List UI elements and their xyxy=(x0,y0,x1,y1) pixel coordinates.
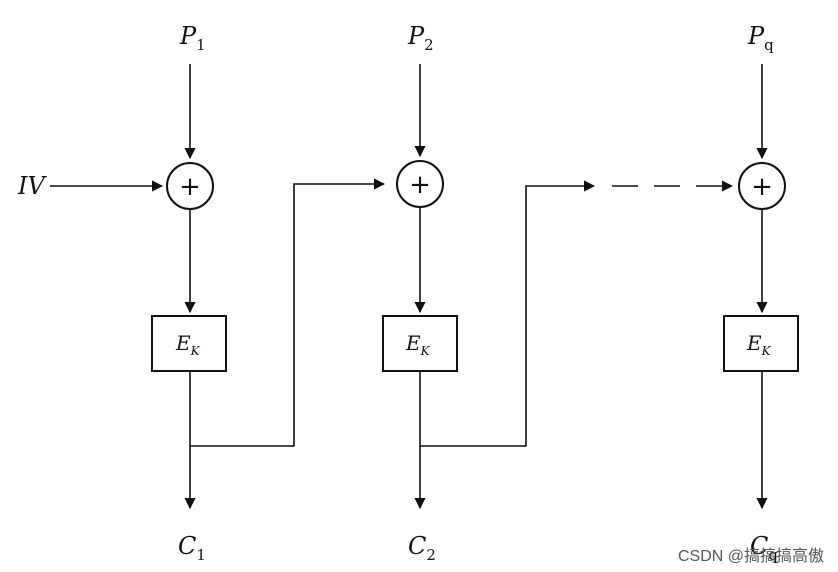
encrypt-box-2: EK xyxy=(382,315,458,372)
feedback-line-2 xyxy=(420,180,596,447)
plaintext-label-2: P2 xyxy=(407,22,434,54)
svg-text:EK: EK xyxy=(405,331,431,358)
svg-text:+: + xyxy=(751,172,773,202)
watermark: CSDN @搞搞搞高傲 xyxy=(677,548,824,565)
plaintext-label-1: P1 xyxy=(179,22,206,54)
ciphertext-label-1: C1 xyxy=(178,532,206,564)
ciphertext-label-q: Cq xyxy=(750,532,778,564)
svg-text:+: + xyxy=(179,172,201,202)
xor-node-2: + xyxy=(396,160,444,208)
feedback-line-1 xyxy=(190,178,386,447)
ciphertext-label-2: C2 xyxy=(408,532,436,564)
svg-text:EK: EK xyxy=(746,331,772,358)
svg-text:EK: EK xyxy=(175,331,201,358)
encrypt-box-1: EK xyxy=(151,315,227,372)
svg-text:+: + xyxy=(409,170,431,200)
xor-node-1: + xyxy=(166,162,214,210)
iv-label: IV xyxy=(17,172,47,200)
xor-node-q: + xyxy=(738,162,786,210)
encrypt-box-q: EK xyxy=(723,315,799,372)
plaintext-label-q: Pq xyxy=(747,22,774,54)
